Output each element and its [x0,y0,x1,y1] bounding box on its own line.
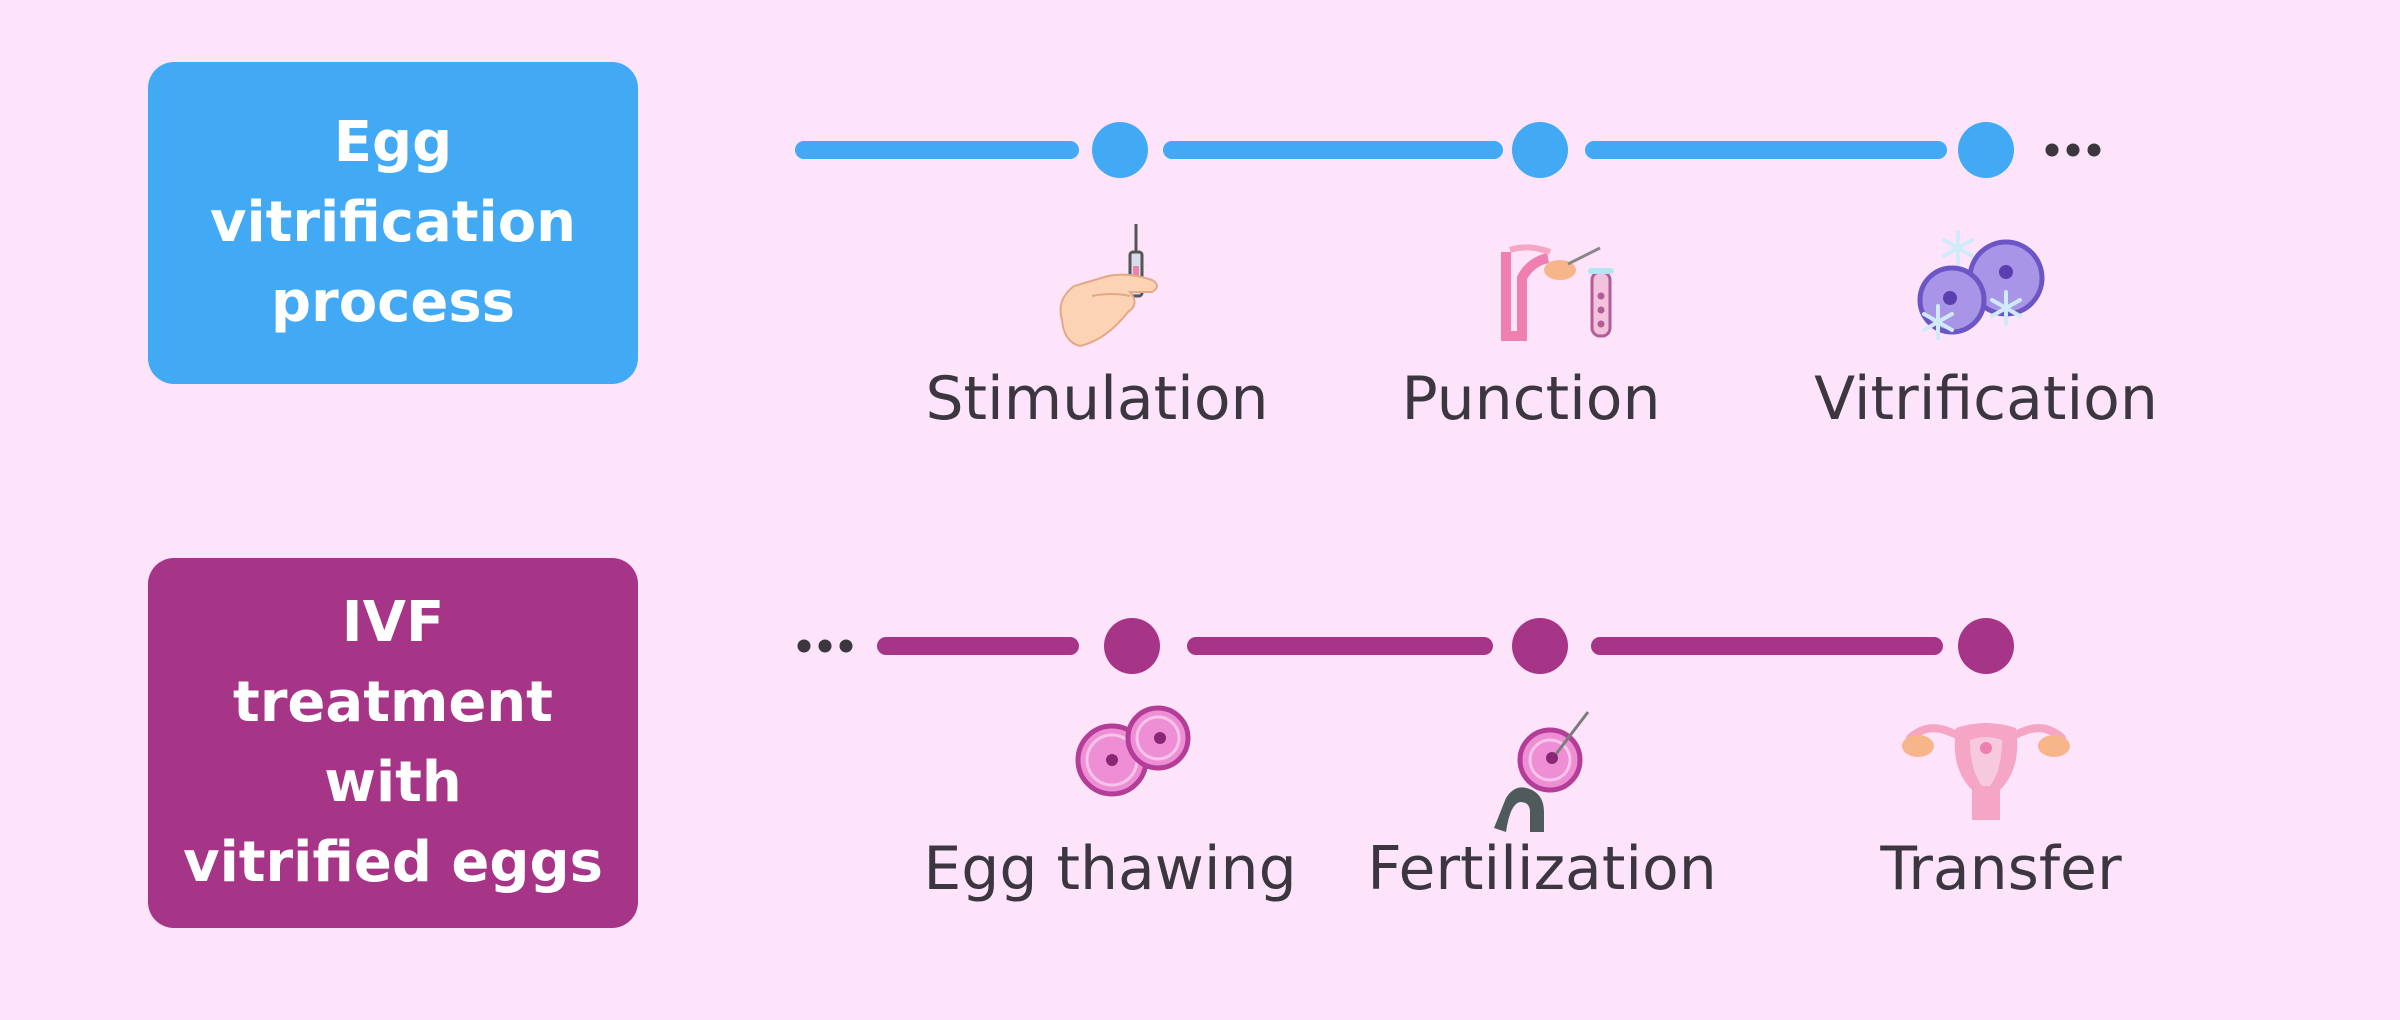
timeline-node [1512,122,1568,178]
step-label-transfer: Transfer [1880,834,2122,904]
step-label-egg-thawing: Egg thawing [923,834,1297,904]
ovary-puncture-icon [1501,244,1614,341]
timeline-row-1 [795,122,2101,178]
row-title-box-vitrification: Egg vitrification process [148,62,638,384]
timeline-node [1092,122,1148,178]
row-title-box-ivf: IVF treatment with vitrified eggs [148,558,638,928]
timeline-node [1958,618,2014,674]
step-label-punction: Punction [1401,364,1661,434]
leading-ellipsis [797,639,853,653]
timeline-node [1512,618,1568,674]
timeline-row-2 [797,618,2014,674]
icsi-fertilization-icon [1494,711,1590,832]
row-title: IVF treatment with vitrified eggs [183,590,603,895]
row-title: Egg vitrification process [209,110,577,335]
step-label-vitrification: Vitrification [1814,364,2158,434]
step-label-stimulation: Stimulation [925,364,1269,434]
timeline-node [1958,122,2014,178]
frozen-eggs-icon [1917,230,2045,340]
timeline-node [1104,618,1160,674]
uterus-icon [1902,723,2070,820]
step-label-fertilization: Fertilization [1367,834,1717,904]
thawed-eggs-icon [1075,705,1191,797]
syringe-hand-icon [1059,224,1158,348]
trailing-ellipsis [2045,143,2101,157]
